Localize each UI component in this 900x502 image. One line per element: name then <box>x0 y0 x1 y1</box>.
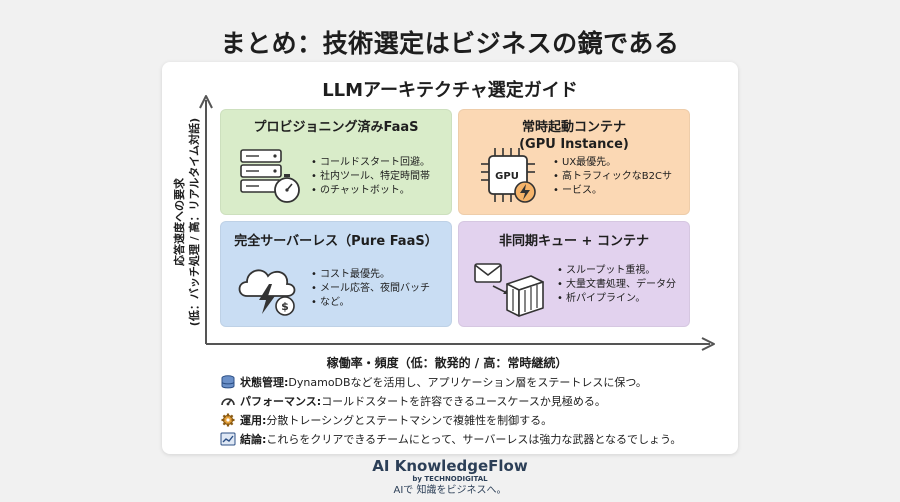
quadrant-bullets: スループット重視。 大量文書処理、データ分 析パイプライン。 <box>557 264 676 306</box>
gear-icon <box>221 413 235 426</box>
bullet: ービス。 <box>553 184 672 198</box>
note-item: パフォーマンス: コールドスタートを許容できるユースケースか見極める。 <box>220 391 720 410</box>
chart-icon <box>220 432 236 445</box>
note-text: これらをクリアできるチームにとって、サーバーレスは強力な武器となるでしょう。 <box>266 432 682 446</box>
note-label: 結論: <box>240 432 267 446</box>
x-axis-label: 稼働率・頻度（低：散発的 / 高：常時継続） <box>326 356 568 370</box>
svg-text:$: $ <box>281 300 289 313</box>
quadrant-title: プロビジョニング済みFaaS <box>253 120 419 135</box>
bullet: 社内ツール、特定時間帯 <box>311 170 430 184</box>
quadrant-always-on-container: 常時起動コンテナ (GPU Instance) GPU UX最優先。 高トラフィ… <box>458 109 690 215</box>
note-item: 状態管理: DynamoDBなどを活用し、アプリケーション層をステートレスに保つ… <box>220 372 720 391</box>
x-axis-arrowhead <box>701 337 715 351</box>
guide-title: LLMアーキテクチャ選定ガイド <box>322 80 578 101</box>
bullet: 大量文書処理、データ分 <box>557 278 676 292</box>
bullet: など。 <box>311 296 430 310</box>
bullet: コスト最優先。 <box>311 268 430 282</box>
y-axis-label-text: 応答速度への要求 (低：バッチ処理 / 高：リアルタイム対話) <box>173 117 201 327</box>
bullet: のチャットボット。 <box>311 184 430 198</box>
y-axis-arrowhead <box>199 95 213 109</box>
note-label: 運用: <box>240 413 267 427</box>
brand-tagline: AIで 知識をビジネスへ。 <box>393 485 507 496</box>
bullet: UX最優先。 <box>553 156 672 170</box>
quadrant-title-line2: (GPU Instance) <box>519 137 629 152</box>
server-stopwatch-icon <box>240 149 300 203</box>
gpu-chip-text: GPU <box>495 171 519 182</box>
main-title: まとめ：技術選定はビジネスの鏡である <box>220 29 680 58</box>
note-text: コールドスタートを許容できるユースケースか見極める。 <box>321 394 606 408</box>
database-icon <box>221 374 235 388</box>
note-item: 運用: 分散トレーシングとステートマシンで複雑性を制御する。 <box>220 410 720 429</box>
note-text: 分散トレーシングとステートマシンで複雑性を制御する。 <box>266 413 553 427</box>
quadrant-bullets: コールドスタート回避。 社内ツール、特定時間帯 のチャットボット。 <box>311 156 430 198</box>
quadrant-bullets: コスト最優先。 メール応答、夜間バッチ など。 <box>311 268 430 310</box>
note-item: 結論: これらをクリアできるチームにとって、サーバーレスは強力な武器となるでしょ… <box>220 429 720 448</box>
quadrant-title: 非同期キュー + コンテナ <box>499 234 649 249</box>
bullet: 析パイプライン。 <box>557 292 676 306</box>
speedometer-icon <box>221 397 235 405</box>
quadrant-provisioned-faas: プロビジョニング済みFaaS コールドスタート回避。 社内ツール、特定時間帯 の… <box>220 109 452 215</box>
bullet: メール応答、夜間バッチ <box>311 282 430 296</box>
axes <box>199 95 715 351</box>
quadrant-bullets: UX最優先。 高トラフィックなB2Cサ ービス。 <box>553 156 672 198</box>
cloud-lightning-coin-icon: $ <box>238 269 296 316</box>
note-label: パフォーマンス: <box>240 394 322 408</box>
guide-card: LLMアーキテクチャ選定ガイド 応答速度への要求 (低：バッチ処理 / 高：リア… <box>162 62 738 454</box>
quadrant-title: 常時起動コンテナ (GPU Instance) <box>459 119 689 153</box>
gpu-chip-icon: GPU <box>481 148 536 203</box>
brand-footer: AI KnowledgeFlow by TECHNODIGITAL AIで 知識… <box>0 457 900 497</box>
note-label: 状態管理: <box>240 375 289 389</box>
brand-by: by TECHNODIGITAL <box>412 475 488 483</box>
mail-container-icon <box>474 263 544 317</box>
quadrant-async-queue: 非同期キュー + コンテナ スループット重視。 大量文書処理、データ分 析パイプ… <box>458 221 690 327</box>
bullet: コールドスタート回避。 <box>311 156 430 170</box>
bullet: スループット重視。 <box>557 264 676 278</box>
brand-name: AI KnowledgeFlow <box>372 457 528 475</box>
quadrant-title-line1: 常時起動コンテナ <box>521 120 626 135</box>
quadrant-title: 完全サーバーレス（Pure FaaS） <box>234 234 438 249</box>
y-axis-label: 応答速度への要求 (低：バッチ処理 / 高：リアルタイム対話) <box>172 102 202 342</box>
bullet: 高トラフィックなB2Cサ <box>553 170 672 184</box>
note-text: DynamoDBなどを活用し、アプリケーション層をステートレスに保つ。 <box>288 375 647 389</box>
notes-list: 状態管理: DynamoDBなどを活用し、アプリケーション層をステートレスに保つ… <box>220 372 720 448</box>
quadrant-pure-faas: 完全サーバーレス（Pure FaaS） $ コスト最優先。 メール応答、夜間バッ… <box>220 221 452 327</box>
